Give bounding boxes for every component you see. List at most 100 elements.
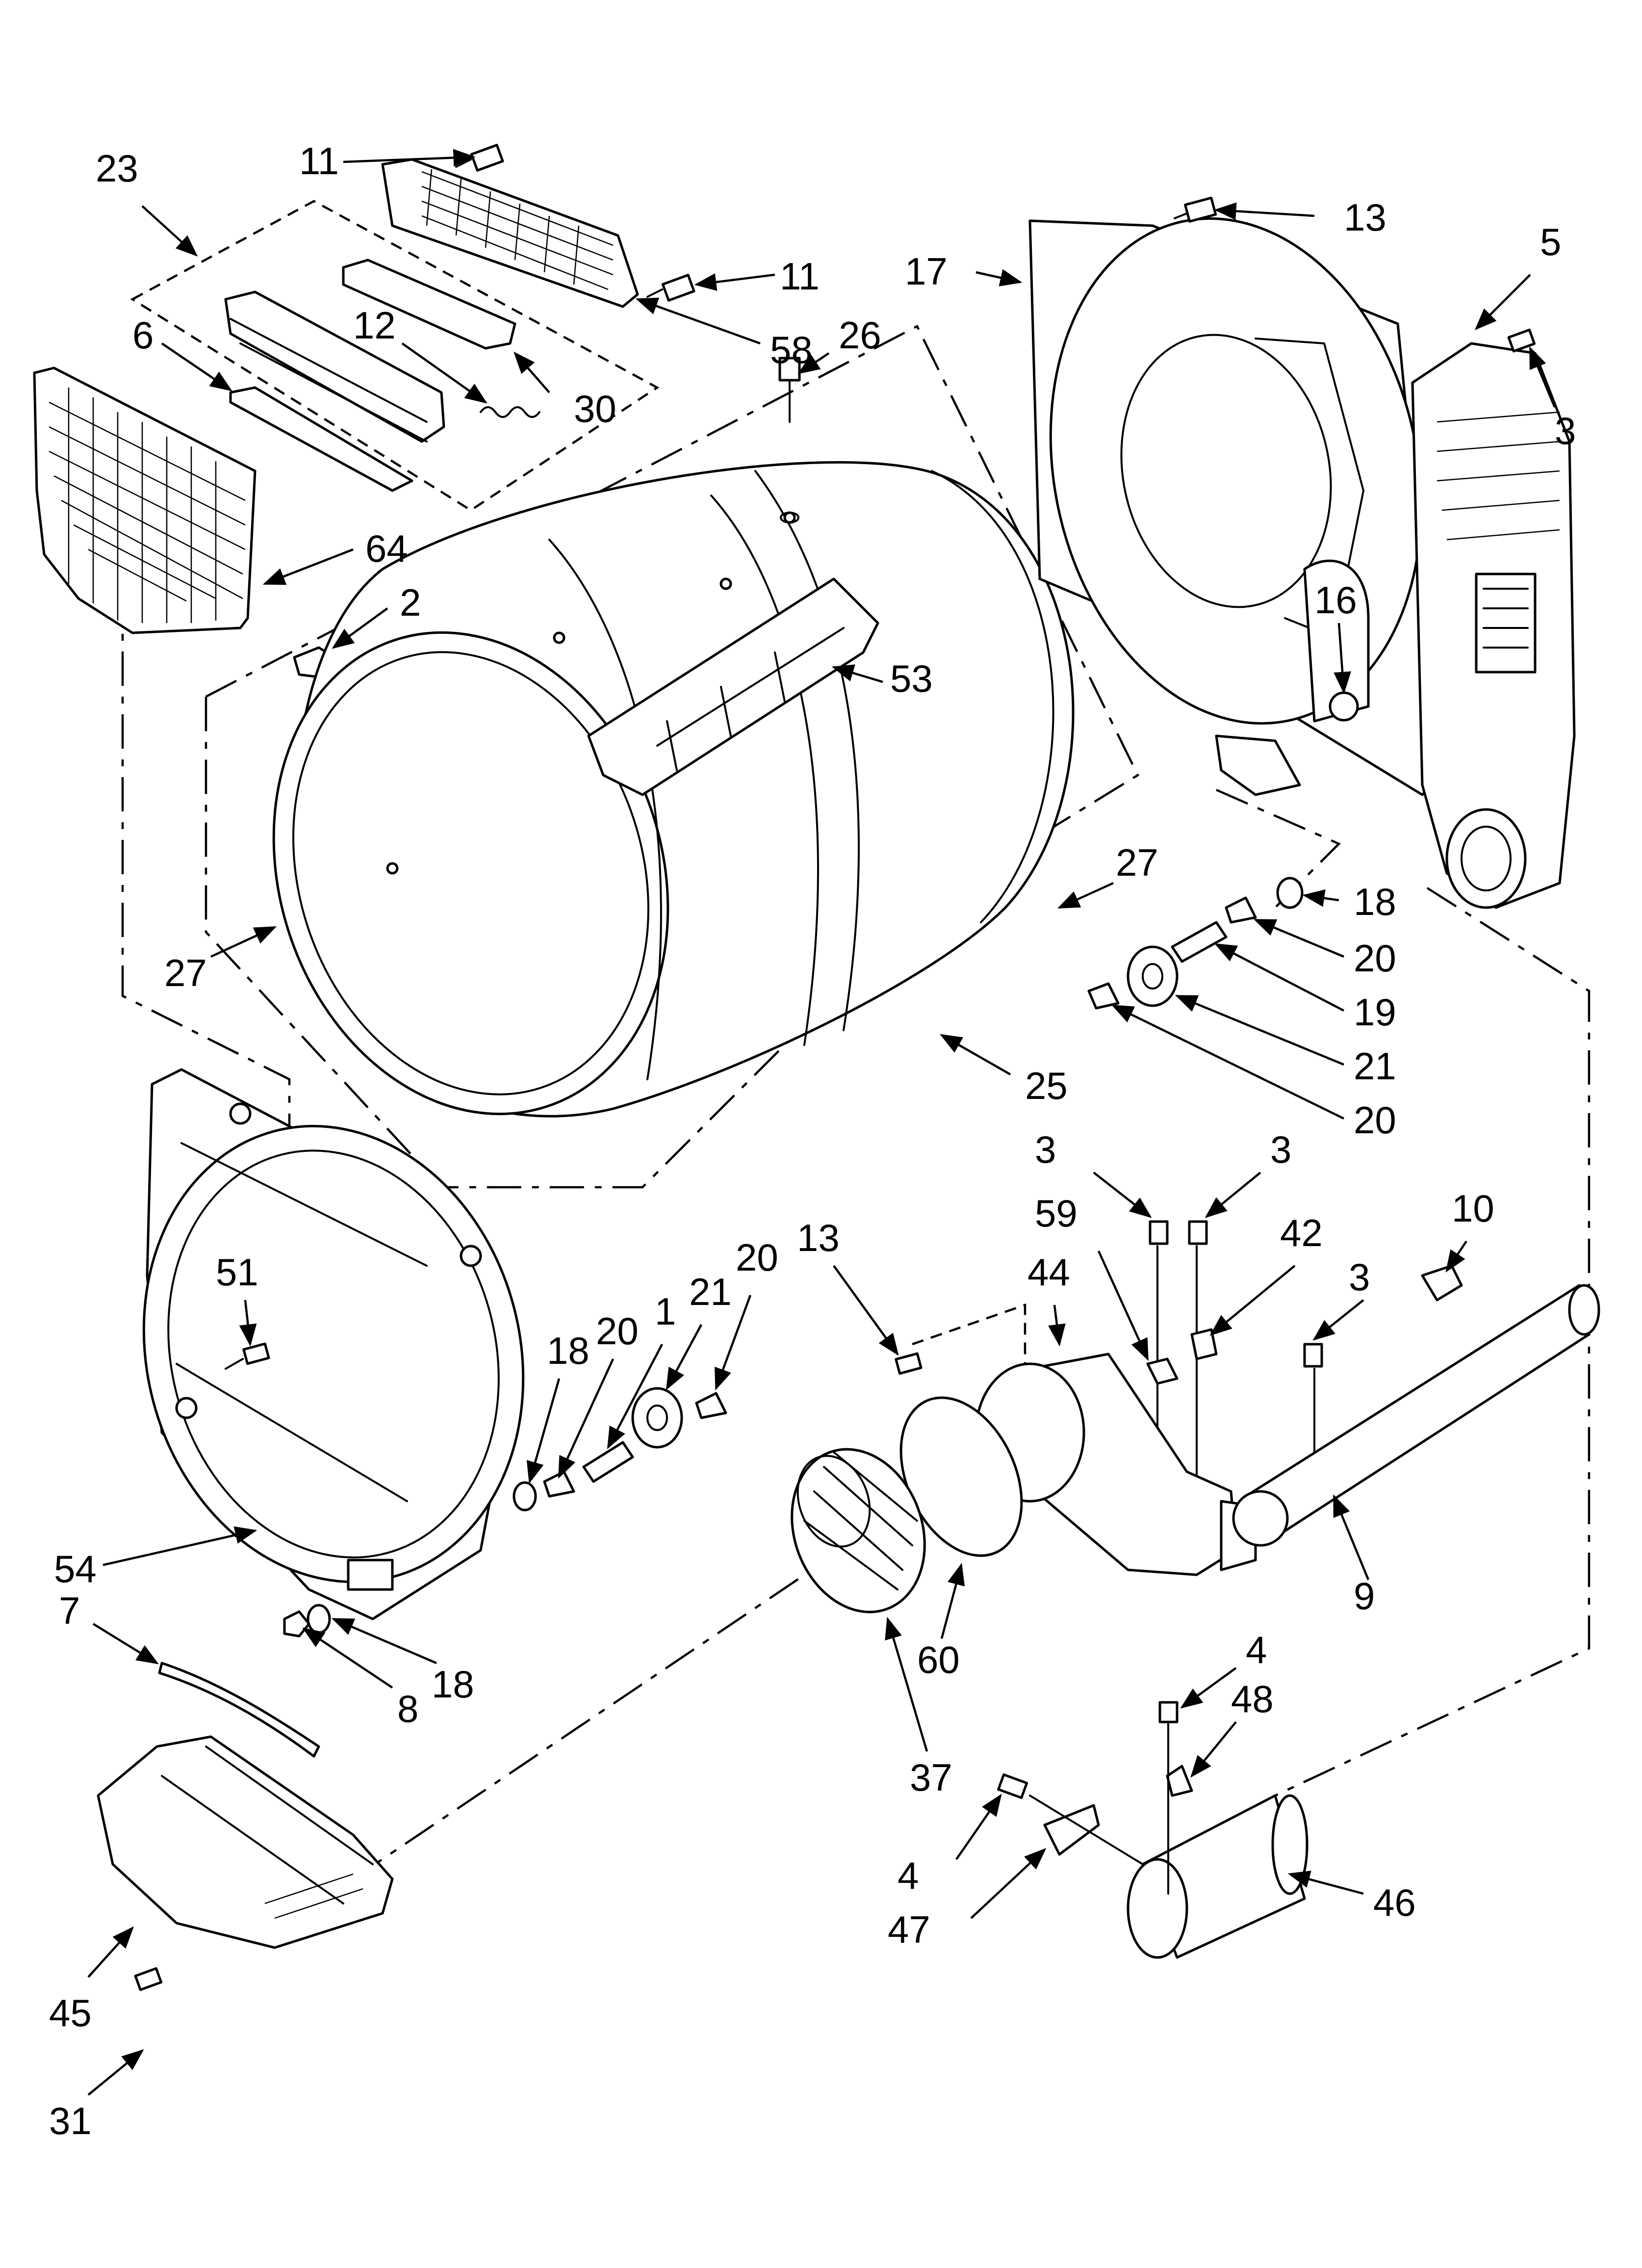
leader-7 xyxy=(92,1623,159,1665)
callout-6: 6 xyxy=(132,313,154,357)
leader-60 xyxy=(940,1563,965,1639)
lint-screen-64 xyxy=(33,366,257,634)
leader-20-rear-b xyxy=(1111,1004,1344,1120)
front-bearing-parts xyxy=(283,1387,727,1638)
exhaust-tube-far-end xyxy=(1568,1284,1600,1336)
leader-54 xyxy=(103,1526,257,1566)
screw-4-top xyxy=(1158,1701,1179,1723)
leader-37 xyxy=(885,1616,928,1752)
lint-housing-components xyxy=(224,144,695,492)
callout-13-blower: 13 xyxy=(797,1216,840,1259)
screw-13-blower xyxy=(895,1352,923,1375)
leader-59 xyxy=(1097,1251,1149,1361)
leader-53 xyxy=(831,664,883,683)
screw-11-side xyxy=(646,274,695,302)
drum-rear-seal-27 xyxy=(931,470,1054,923)
callout-47: 47 xyxy=(888,1908,930,1951)
callout-59: 59 xyxy=(1035,1192,1078,1235)
exhaust-tube-end xyxy=(1232,1490,1289,1547)
leader-64 xyxy=(262,548,354,585)
callout-8: 8 xyxy=(397,1687,418,1730)
leader-45 xyxy=(87,1926,134,1978)
lint-filter-housing-boundary xyxy=(130,200,660,512)
callout-21-front: 21 xyxy=(689,1270,732,1313)
bulkhead-hole xyxy=(229,1102,252,1125)
leader-21-rear xyxy=(1175,994,1344,1066)
bulkhead-hole xyxy=(175,1397,198,1419)
shaft-19 xyxy=(1171,921,1228,963)
callout-46: 46 xyxy=(1373,1881,1416,1924)
screw-4-side-guide xyxy=(1029,1795,1144,1865)
bearing-21-rear xyxy=(1127,945,1179,1007)
callout-labels: 11 23 13 11 17 5 58 12 30 26 3 6 64 16 2… xyxy=(49,139,1576,2142)
callout-23: 23 xyxy=(96,147,138,190)
front-duct-body xyxy=(97,1735,394,1949)
screw-4-side xyxy=(997,1773,1028,1799)
leader-48 xyxy=(1190,1721,1237,1778)
lint-duct-edge xyxy=(230,318,428,443)
leader-58 xyxy=(635,297,761,345)
leader-20-front-a xyxy=(558,1358,615,1479)
callout-18-front: 18 xyxy=(547,1329,590,1372)
drum-hole xyxy=(553,631,565,644)
leader-18-rear xyxy=(1302,889,1339,907)
leader-27-right xyxy=(1057,882,1114,909)
callout-3-heater: 3 xyxy=(1555,409,1576,452)
callout-53: 53 xyxy=(890,657,933,700)
drum-baffle-53 xyxy=(587,577,879,796)
leader-47 xyxy=(970,1848,1047,1919)
drum-hole xyxy=(719,577,732,590)
callout-11-side: 11 xyxy=(780,255,820,298)
callout-51: 51 xyxy=(216,1251,258,1294)
leader-9 xyxy=(1333,1494,1370,1580)
lint-grille-mesh xyxy=(421,169,614,290)
screws-3-blower xyxy=(1149,1220,1323,1368)
exhaust-section xyxy=(997,1701,1308,1959)
front-bulkhead-54 xyxy=(142,1068,525,1620)
clip-42 xyxy=(1190,1328,1218,1360)
leader-5 xyxy=(1474,274,1531,331)
rear-bearing-parts xyxy=(1087,877,1304,1010)
callout-20-rear-b: 20 xyxy=(1354,1098,1396,1142)
leader-30 xyxy=(513,351,550,393)
callout-11-top: 11 xyxy=(299,139,339,182)
shaft-1 xyxy=(582,1441,634,1483)
screw-13-rear xyxy=(1174,196,1217,223)
callout-20-front-a: 20 xyxy=(596,1309,639,1353)
clip-59 xyxy=(1146,1357,1179,1385)
bearing-housing-16 xyxy=(1303,559,1370,723)
callout-26: 26 xyxy=(839,313,881,357)
callout-60: 60 xyxy=(917,1638,960,1681)
front-bulkhead-inner xyxy=(167,1149,500,1559)
leader-26 xyxy=(797,352,830,374)
leader-31 xyxy=(87,2049,144,2096)
drum-hole xyxy=(386,862,399,875)
callout-10: 10 xyxy=(1452,1187,1494,1230)
heater-housing-5 xyxy=(1411,342,1576,909)
drum-assembly-boundary xyxy=(205,324,1139,1189)
clip-20-front-b xyxy=(695,1392,727,1419)
drum-hole xyxy=(783,511,796,524)
blower-wheel-hub xyxy=(796,1455,871,1548)
leader-3-blower-a xyxy=(1093,1172,1152,1218)
callout-25: 25 xyxy=(1025,1064,1068,1107)
leader-3-heater xyxy=(1529,346,1556,408)
leader-20-front-b xyxy=(715,1295,752,1391)
exhaust-tube-9 xyxy=(1232,1284,1600,1547)
callout-3-blower-a: 3 xyxy=(1035,1128,1056,1171)
lint-duct-body xyxy=(224,290,445,443)
exhaust-tube-body xyxy=(1244,1284,1591,1542)
callout-3-tube: 3 xyxy=(1349,1255,1370,1299)
callout-13-rear: 13 xyxy=(1344,196,1386,239)
callout-12: 12 xyxy=(353,304,396,347)
front-bulkhead-bands xyxy=(176,1142,428,1502)
blower-link-line xyxy=(352,1554,835,1880)
callout-20-front-b: 20 xyxy=(736,1236,778,1279)
screw-3-heater xyxy=(1507,328,1536,353)
callout-18-lower: 18 xyxy=(432,1663,474,1706)
callout-45: 45 xyxy=(49,1991,92,2034)
leader-11-top xyxy=(343,149,476,167)
leader-10 xyxy=(1445,1240,1467,1273)
drum-front-seal-27 xyxy=(292,651,649,1095)
bearing-21-front xyxy=(631,1387,683,1449)
